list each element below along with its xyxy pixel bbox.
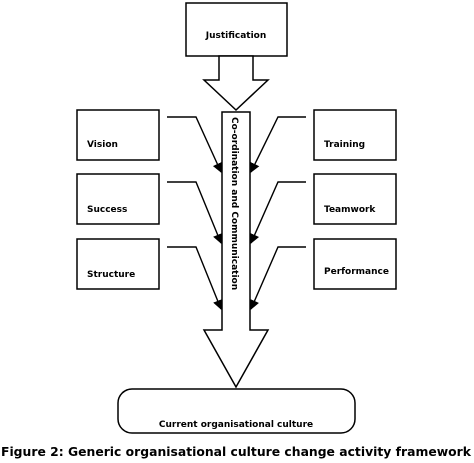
- vision-label: Vision: [87, 140, 118, 150]
- structure-connector: [167, 246, 223, 310]
- central-arrow: [202, 111, 270, 389]
- performance-node: Performance: [313, 238, 397, 290]
- vision-box: [76, 109, 160, 161]
- training-connector: [250, 116, 306, 173]
- structure-node: Structure: [76, 238, 160, 290]
- success-label: Success: [87, 205, 127, 215]
- structure-box: [76, 238, 160, 290]
- central-arrow-label: Co-ordination and Communication: [229, 117, 239, 290]
- teamwork-box: [313, 173, 397, 225]
- training-label: Training: [324, 140, 365, 150]
- figure-caption: Figure 2: Generic organisational culture…: [1, 444, 472, 459]
- current-culture-node: Current organisational culture: [117, 388, 356, 434]
- success-connector: [167, 181, 223, 244]
- vision-node: Vision: [76, 109, 160, 161]
- performance-box: [313, 238, 397, 290]
- teamwork-label: Teamwork: [324, 205, 376, 215]
- success-node: Success: [76, 173, 160, 225]
- teamwork-node: Teamwork: [313, 173, 397, 225]
- performance-connector: [250, 246, 306, 310]
- justification-node: Justification: [185, 2, 288, 57]
- training-box: [313, 109, 397, 161]
- justification-arrow: [202, 55, 270, 112]
- performance-label: Performance: [324, 267, 389, 277]
- justification-box: [185, 2, 288, 57]
- current-culture-label: Current organisational culture: [159, 420, 313, 430]
- vision-connector: [167, 116, 222, 173]
- structure-label: Structure: [87, 270, 135, 280]
- current-culture-box: [117, 388, 356, 434]
- justification-label: Justification: [205, 31, 267, 41]
- success-box: [76, 173, 160, 225]
- training-node: Training: [313, 109, 397, 161]
- teamwork-connector: [250, 181, 306, 244]
